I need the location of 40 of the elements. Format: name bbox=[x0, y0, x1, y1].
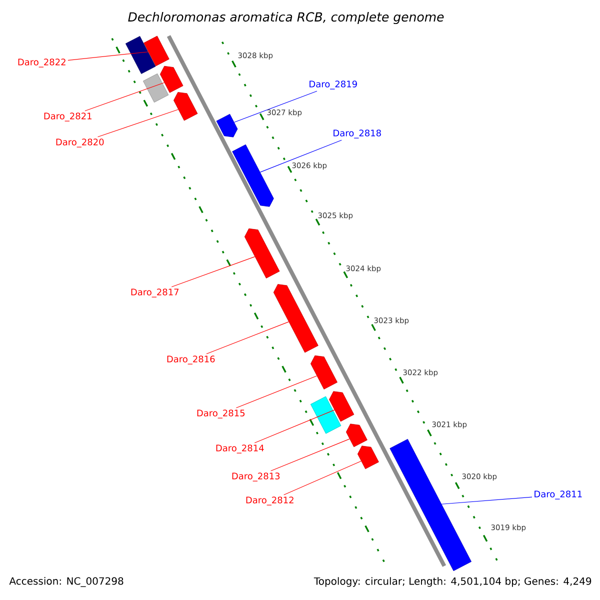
gene-block bbox=[329, 391, 354, 422]
gene-label: Daro_2812 bbox=[246, 496, 294, 506]
leader-line bbox=[260, 140, 342, 172]
gene-block bbox=[357, 446, 379, 470]
leader-line bbox=[254, 410, 335, 444]
gene-label: Daro_2818 bbox=[334, 130, 381, 138]
gene-block bbox=[160, 66, 184, 93]
gene-block bbox=[125, 36, 156, 74]
gene-label: Daro_2819 bbox=[310, 80, 357, 90]
gene-label: Daro_2817 bbox=[131, 288, 179, 298]
accession-text: Accession: NC_007298 bbox=[9, 577, 124, 587]
gene-label: Daro_2814 bbox=[216, 444, 264, 454]
gene-label: Daro_2811 bbox=[534, 490, 582, 500]
gene-block bbox=[142, 73, 169, 103]
gene-block bbox=[310, 355, 338, 390]
leader-line bbox=[68, 52, 149, 61]
leader-line bbox=[234, 90, 318, 123]
title: Dechloromonas aromatica RCB, complete genome bbox=[124, 8, 448, 28]
leader-line bbox=[97, 109, 179, 138]
leader-line bbox=[206, 322, 289, 354]
gene-block bbox=[144, 36, 170, 66]
gene-block bbox=[273, 284, 318, 353]
gene-block bbox=[310, 396, 342, 434]
leader-line bbox=[270, 438, 350, 472]
leader-line bbox=[441, 496, 532, 504]
gene-label: Daro_2815 bbox=[197, 410, 245, 418]
gene-block bbox=[244, 228, 280, 278]
gene-block bbox=[216, 114, 238, 138]
gene-block bbox=[232, 144, 274, 207]
gene-block bbox=[174, 92, 198, 121]
gene-label: Daro_2821 bbox=[44, 112, 92, 122]
gene-label: Daro_2820 bbox=[56, 138, 104, 148]
gene-label: Daro_2816 bbox=[167, 356, 215, 364]
gene-label: Daro_2813 bbox=[232, 472, 280, 482]
leader-line bbox=[284, 460, 362, 496]
leader-line bbox=[236, 376, 318, 408]
leader-line bbox=[171, 256, 256, 288]
gene-block bbox=[346, 424, 368, 448]
leader-line bbox=[84, 82, 165, 112]
gene-label: Daro_2822 bbox=[18, 58, 66, 68]
